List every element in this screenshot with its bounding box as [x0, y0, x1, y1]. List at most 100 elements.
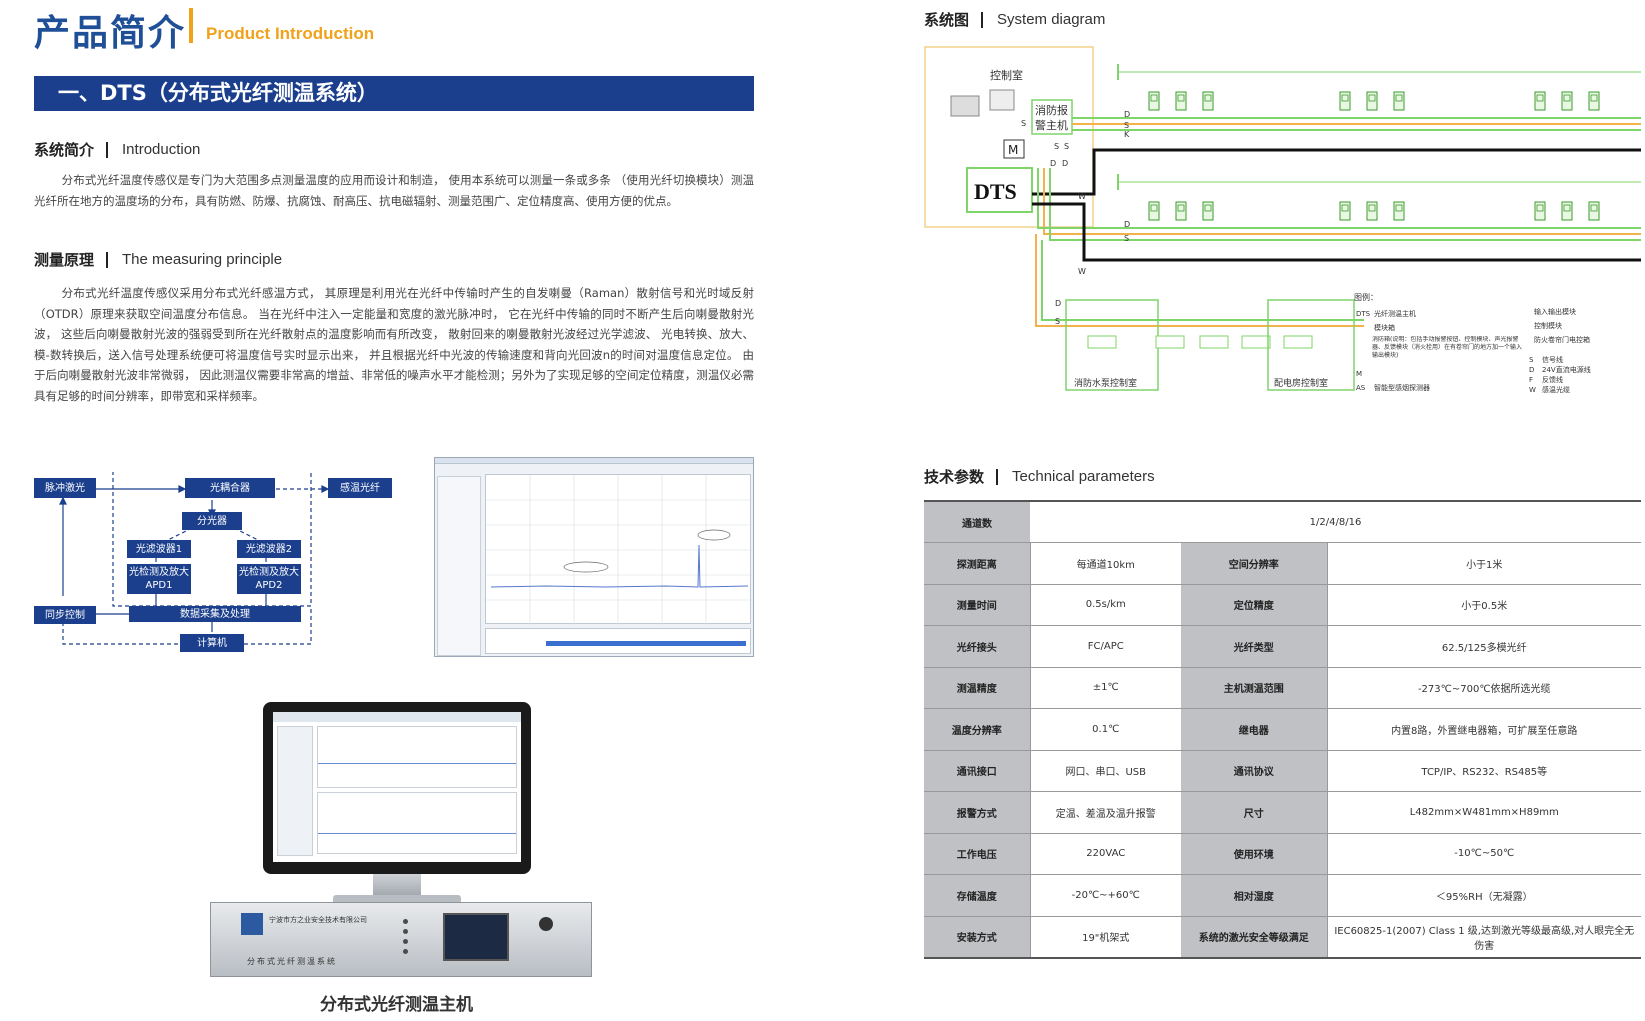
svg-text:D: D: [1124, 110, 1130, 119]
param-label: 测量时间: [924, 584, 1030, 626]
dts-host-chassis: 宁波市方之业安全技术有限公司 分布式光纤测温系统: [210, 902, 592, 977]
svg-text:W: W: [1078, 267, 1086, 276]
svg-text:S: S: [1021, 119, 1026, 128]
param-label: 通讯协议: [1181, 750, 1327, 792]
monitor-stand: [373, 874, 421, 898]
param-value: 0.5s/km: [1029, 584, 1181, 626]
flow-apd2-line2: APD2: [255, 580, 283, 591]
param-label: 通讯接口: [924, 750, 1030, 792]
tech-heading-cn: 技术参数: [924, 468, 985, 486]
param-value: -20℃~+60℃: [1029, 874, 1181, 917]
param-value: 19"机架式: [1029, 916, 1181, 958]
param-label: 安装方式: [924, 916, 1030, 958]
flow-coupler: 光耦合器: [185, 478, 275, 498]
param-label: 系统的激光安全等级满足: [1181, 916, 1327, 958]
legend-code: F: [1529, 376, 1533, 384]
pump-room-label: 消防水泵控制室: [1074, 377, 1137, 389]
device-lcd: [443, 913, 509, 961]
monitor-screen: [273, 712, 521, 862]
heading-separator: [981, 11, 984, 28]
device-knob-icon: [539, 917, 553, 931]
screenshot-progress: [485, 628, 751, 654]
system-heading-cn: 系统图: [924, 11, 970, 29]
fire-host-label-1: 消防报: [1035, 103, 1068, 117]
legend-item: 光纤测温主机: [1374, 309, 1416, 318]
screenshot-sidebar: [437, 476, 481, 656]
screenshot-titlebar: [435, 458, 753, 464]
svg-text:D: D: [1062, 159, 1068, 168]
tech-heading: 技术参数 Technical parameters: [924, 466, 1155, 487]
flow-apd1-line1: 光检测及放大: [129, 567, 189, 578]
monitor: [263, 702, 531, 874]
heading-separator: [996, 468, 999, 485]
legend-item: 控制模块: [1534, 321, 1562, 330]
param-label: 继电器: [1181, 708, 1327, 751]
param-value: 0.1℃: [1029, 708, 1181, 751]
flow-apd1: 光检测及放大 APD1: [127, 564, 191, 594]
control-room-box: [924, 46, 1094, 228]
legend-code: S: [1529, 356, 1534, 364]
power-room-label: 配电房控制室: [1274, 377, 1328, 389]
param-value: 62.5/125多模光纤: [1326, 625, 1641, 668]
flow-splitter: 分光器: [182, 512, 242, 530]
param-label: 光纤类型: [1181, 625, 1327, 668]
param-label: 相对湿度: [1181, 874, 1327, 917]
fire-alarm-host: [1031, 99, 1073, 135]
param-label: 尺寸: [1181, 791, 1327, 834]
legend-title: 图例：: [1354, 292, 1378, 302]
param-label: 工作电压: [924, 833, 1030, 875]
param-value: 内置8路，外置继电器箱，可扩展至任意路: [1326, 708, 1641, 751]
page-title: 产品简介: [34, 13, 187, 54]
legend-item: 24V直流电源线: [1542, 365, 1591, 374]
dts-host-box: [966, 167, 1033, 213]
legend-code: DTS: [1356, 310, 1371, 318]
status-led-icon: [403, 939, 408, 944]
svg-text:D: D: [1050, 159, 1056, 168]
tech-heading-en: Technical parameters: [1012, 468, 1155, 485]
computer-icon: [989, 89, 1015, 111]
module-box: [1003, 139, 1025, 159]
legend-code: D: [1529, 366, 1534, 374]
legend-item: 智能型感烟探测器: [1374, 383, 1430, 392]
section-banner: 一、DTS（分布式光纤测温系统）: [34, 76, 754, 111]
title-divider: [189, 8, 193, 43]
param-value: 定温、差温及温升报警: [1029, 791, 1181, 834]
param-value: 220VAC: [1029, 833, 1181, 875]
svg-text:K: K: [1124, 130, 1130, 139]
printer-icon: [950, 95, 980, 117]
flow-pulse-laser: 脉冲激光: [34, 478, 96, 498]
legend-item: 防火卷帘门电控箱: [1534, 335, 1590, 344]
param-value: 小于1米: [1326, 542, 1641, 585]
param-value: -273℃~700℃依据所选光缆: [1326, 667, 1641, 709]
legend-item-long: 消防箱(说明：包括手动报警按钮、控制模块、声光报警器、反馈模块（消火栓用）在有卷…: [1372, 336, 1522, 359]
intro-heading-cn: 系统简介: [34, 141, 95, 159]
heading-separator: [106, 141, 109, 158]
param-label: 通道数: [924, 501, 1030, 543]
principle-heading: 测量原理 The measuring principle: [34, 249, 282, 270]
svg-text:S: S: [1055, 317, 1060, 326]
legend-code: AS: [1356, 384, 1366, 392]
table-row: 通道数 1/2/4/8/16: [924, 501, 1641, 543]
intro-heading: 系统简介 Introduction: [34, 139, 200, 160]
device-product-name: 分布式光纤测温系统: [247, 957, 337, 966]
legend-item: 感温光缆: [1542, 385, 1570, 394]
param-value: ±1℃: [1029, 667, 1181, 709]
svg-text:S: S: [1064, 142, 1069, 151]
param-value: L482mm×W481mm×H89mm: [1326, 791, 1641, 834]
flow-apd2: 光检测及放大 APD2: [237, 564, 301, 594]
legend-item: 反馈线: [1542, 375, 1563, 384]
param-value: 小于0.5米: [1326, 584, 1641, 626]
software-screenshot: [434, 457, 754, 657]
param-label: 空间分辨率: [1181, 542, 1327, 585]
legend-item: 模块箱: [1374, 323, 1395, 332]
fire-host-label-2: 警主机: [1035, 118, 1068, 132]
status-led-icon: [403, 929, 408, 934]
legend-code: M: [1356, 370, 1362, 378]
